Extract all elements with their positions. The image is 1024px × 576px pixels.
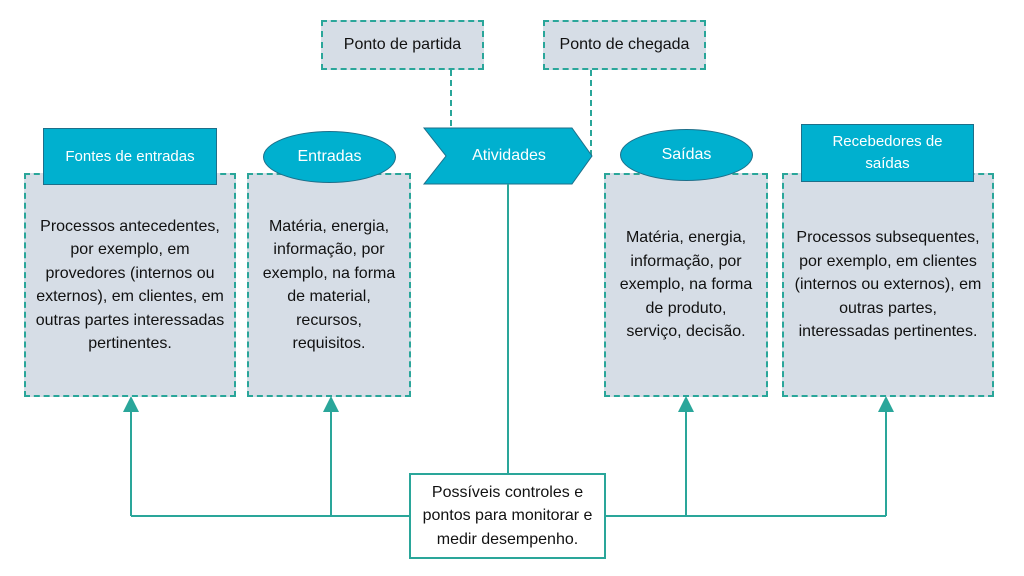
activities-chevron (422, 127, 593, 185)
input-sources-box: Processos antecedentes, por exemplo, em … (24, 173, 236, 397)
input-sources-header-label: Fontes de entradas (65, 147, 195, 165)
outputs-header: Saídas (620, 129, 753, 181)
output-receivers-text: Processos subsequentes, por exemplo, em … (794, 229, 982, 341)
output-receivers-box: Processos subsequentes, por exemplo, em … (782, 173, 994, 397)
start-point-box: Ponto de partida (321, 20, 484, 70)
activities-label: Atividades (472, 147, 546, 164)
start-point-label: Ponto de partida (343, 36, 462, 53)
activities-label-wrap: Atividades (446, 128, 572, 184)
inputs-header-label: Entradas (297, 148, 362, 165)
inputs-text: Matéria, energia, informação, por exempl… (262, 217, 396, 353)
inputs-header: Entradas (263, 131, 396, 183)
controls-box: Possíveis controles e pontos para monito… (409, 473, 606, 559)
output-receivers-header-label: Recebedores de saídas (832, 133, 943, 172)
inputs-box: Matéria, energia, informação, por exempl… (247, 173, 411, 397)
end-point-label: Ponto de chegada (559, 36, 690, 53)
output-receivers-header: Recebedores de saídas (801, 124, 974, 182)
controls-text: Possíveis controles e pontos para monito… (422, 483, 593, 548)
end-point-box: Ponto de chegada (543, 20, 706, 70)
outputs-text: Matéria, energia, informação, por exempl… (619, 229, 753, 341)
input-sources-text: Processos antecedentes, por exemplo, em … (35, 217, 225, 353)
input-sources-header: Fontes de entradas (43, 128, 217, 185)
outputs-box: Matéria, energia, informação, por exempl… (604, 173, 768, 397)
outputs-header-label: Saídas (661, 146, 712, 163)
